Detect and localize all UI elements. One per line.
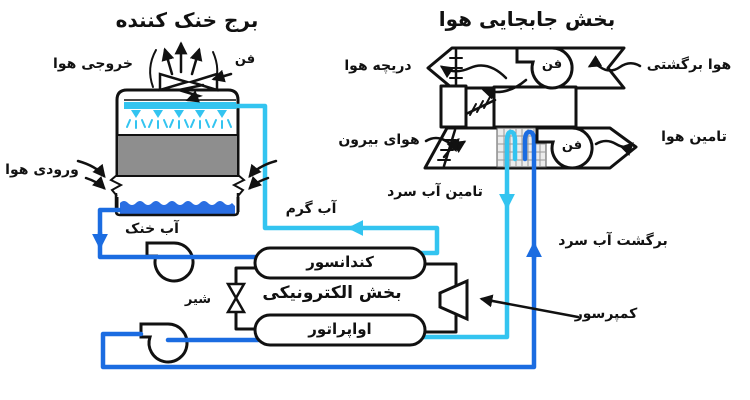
fill-media [116,134,239,177]
cooling-tower [109,88,246,217]
condenser-shape [253,246,427,280]
supply-fan-label: فن [561,138,583,153]
basin-water [120,201,235,214]
tower-fan-label: فن [234,52,256,67]
evaporator-shape [253,313,427,347]
warm-water-label: آب گرم [285,201,337,217]
inlet-air-label: ورودی هوا [5,162,79,178]
supply-air-label: تامین هوا [661,129,727,145]
outside-air-label: هوای بیرون [338,132,420,148]
pumps [139,241,195,364]
evaporator-label: اواپراتور [308,320,372,338]
spray-nozzles [126,110,232,129]
dampers [437,48,497,168]
expansion-valve-icon2 [225,295,247,314]
return-fan-icon [515,46,574,90]
return-air-label: هوا برگشتی [646,57,732,73]
valve-label: شیر [184,292,212,307]
cooling-tower-title: برج خنک کننده [115,8,259,32]
chilled-return-label: برگشت آب سرد [558,233,668,249]
compressor-icon [438,278,469,322]
mixing-box-left [439,84,468,129]
supply-fan-icon [535,126,594,170]
basin [114,193,240,217]
exhaust-air-label: خروجی هوا [53,56,133,72]
components [225,46,594,347]
condenser-label: کندانسور [306,253,374,271]
cyan-pipes [126,103,518,340]
spray-header [124,102,236,109]
air-handling-title: بخش جابجایی هوا [438,7,616,31]
electronic-section-label: بخش الکترونیکی [262,283,402,303]
return-fan-label: فن [541,57,563,72]
chilled-pump-icon [139,322,189,364]
chilled-return-pipe [100,129,537,370]
cool-water-label: آب خنک [125,221,179,237]
expansion-valve-icon [225,282,247,301]
compressor-label: کمپرسور [574,306,638,322]
chilled-supply-pipe [410,129,518,340]
details [76,41,642,319]
refrigerant-lines [234,262,458,334]
mixing-plenum [492,85,578,129]
tower-fan-icon [158,72,219,92]
chilled-supply-label: تامین آب سرد [387,184,483,200]
air-damper-label: دریچه هوا [344,58,412,74]
condenser-pump-icon [145,241,195,283]
blue-pipes [92,129,542,370]
